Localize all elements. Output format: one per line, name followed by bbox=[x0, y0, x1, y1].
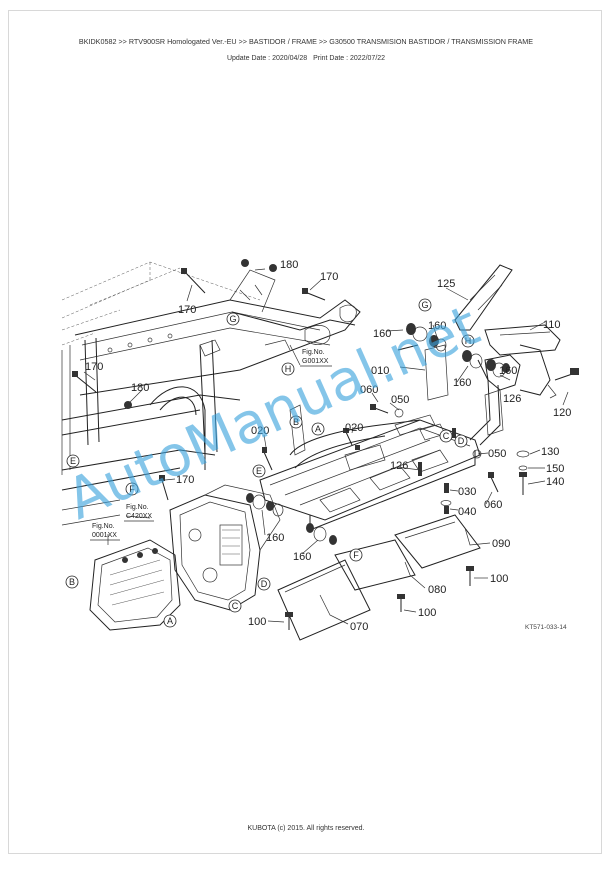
svg-text:D: D bbox=[261, 579, 268, 589]
part-040: 040 bbox=[458, 506, 476, 518]
breadcrumb: BKIDK0582 >> RTV900SR Homologated Ver.-E… bbox=[78, 37, 534, 46]
svg-text:0001XX: 0001XX bbox=[92, 532, 117, 539]
svg-text:E: E bbox=[70, 456, 76, 466]
part-020-left: 020 bbox=[251, 425, 269, 437]
letter-callouts: G G H H B A C D E E F F B C D A bbox=[65, 298, 475, 628]
callout-E-left: E bbox=[66, 454, 80, 468]
part-130: 130 bbox=[541, 446, 559, 458]
part-170-left: 170 bbox=[85, 361, 103, 373]
callout-C-case: C bbox=[228, 599, 242, 613]
callout-E-frame: E bbox=[252, 464, 266, 478]
part-100-right: 100 bbox=[490, 573, 508, 585]
date-line: Update Date : 2020/04/28 Print Date : 20… bbox=[0, 55, 612, 62]
fig-ref-c420xx: Fig.No. C420XX bbox=[124, 504, 154, 522]
svg-text:Fig.No.: Fig.No. bbox=[302, 349, 325, 356]
svg-text:G001XX: G001XX bbox=[302, 358, 329, 365]
svg-text:E: E bbox=[256, 466, 262, 476]
lower-plates bbox=[277, 514, 481, 641]
part-050-lower: 050 bbox=[488, 448, 506, 460]
callout-F-left: F bbox=[125, 482, 139, 496]
part-150: 150 bbox=[546, 463, 564, 475]
part-010: 010 bbox=[371, 365, 389, 377]
print-date: Print Date : 2022/07/22 bbox=[313, 55, 386, 62]
svg-text:G: G bbox=[421, 300, 428, 310]
frame-structure bbox=[61, 261, 361, 526]
hardware bbox=[72, 259, 530, 630]
part-160-lower-a: 160 bbox=[266, 532, 284, 544]
part-030: 030 bbox=[458, 486, 476, 498]
part-120: 120 bbox=[553, 407, 571, 419]
right-brackets bbox=[397, 264, 579, 436]
part-170-top-left: 170 bbox=[178, 304, 196, 316]
part-180-left: 180 bbox=[131, 382, 149, 394]
callout-F-frame: F bbox=[349, 548, 363, 562]
bushings-upper bbox=[406, 323, 510, 378]
part-170-top-right: 170 bbox=[320, 271, 338, 283]
svg-text:F: F bbox=[129, 484, 135, 494]
callout-D-case: D bbox=[257, 577, 271, 591]
part-100-center: 100 bbox=[418, 607, 436, 619]
part-070: 070 bbox=[350, 621, 368, 633]
callout-H-right: H bbox=[461, 334, 475, 348]
part-160-d: 160 bbox=[499, 365, 517, 377]
svg-text:A: A bbox=[315, 424, 321, 434]
callout-D-frame: D bbox=[454, 434, 468, 448]
part-020-right: 020 bbox=[345, 422, 363, 434]
watermark: AutoManual.net bbox=[57, 293, 488, 533]
callout-A-frame: A bbox=[311, 422, 325, 436]
svg-text:C420XX: C420XX bbox=[126, 513, 152, 520]
svg-text:Fig.No.: Fig.No. bbox=[92, 523, 115, 530]
svg-text:F: F bbox=[353, 550, 359, 560]
part-090: 090 bbox=[492, 538, 510, 550]
update-date: Update Date : 2020/04/28 bbox=[226, 55, 308, 62]
part-100-left: 100 bbox=[248, 616, 266, 628]
page-frame bbox=[8, 10, 602, 854]
part-170-lower: 170 bbox=[176, 474, 194, 486]
svg-text:C: C bbox=[443, 431, 450, 441]
svg-text:C: C bbox=[232, 601, 239, 611]
part-126-right: 126 bbox=[503, 393, 521, 405]
leader-lines bbox=[83, 268, 569, 625]
part-180-top: 180 bbox=[280, 259, 298, 271]
part-060-lower: 060 bbox=[484, 499, 502, 511]
part-140: 140 bbox=[546, 476, 564, 488]
callout-G-right: G bbox=[418, 298, 432, 312]
callout-A-engine: A bbox=[163, 614, 177, 628]
part-160-b: 160 bbox=[428, 320, 446, 332]
svg-text:G: G bbox=[229, 314, 236, 324]
part-125: 125 bbox=[437, 278, 455, 290]
part-050-upper: 050 bbox=[391, 394, 409, 406]
svg-text:A: A bbox=[167, 616, 173, 626]
svg-text:B: B bbox=[69, 577, 75, 587]
svg-text:B: B bbox=[293, 417, 299, 427]
drawing-code: KT571-033-14 bbox=[525, 624, 567, 631]
part-numbers: 180 170 170 125 110 160 160 010 160 160 … bbox=[85, 259, 571, 633]
fig-references: Fig.No. G001XX Fig.No. C420XX Fig.No. 00… bbox=[90, 349, 332, 541]
fig-ref-0001xx: Fig.No. 0001XX bbox=[90, 523, 120, 541]
part-080: 080 bbox=[428, 584, 446, 596]
part-160-lower-b: 160 bbox=[293, 551, 311, 563]
footer-copyright: KUBOTA (c) 2015. All rights reserved. bbox=[247, 825, 365, 832]
callout-B-engine: B bbox=[65, 575, 79, 589]
callout-B-frame: B bbox=[289, 415, 303, 429]
part-160-c: 160 bbox=[453, 377, 471, 389]
callout-H-upper: H bbox=[281, 362, 295, 376]
part-160-a: 160 bbox=[373, 328, 391, 340]
part-060-upper: 060 bbox=[360, 384, 378, 396]
svg-text:H: H bbox=[465, 336, 472, 346]
svg-text:D: D bbox=[458, 436, 465, 446]
part-126-center: 126 bbox=[390, 460, 408, 472]
part-110: 110 bbox=[543, 319, 561, 331]
svg-text:H: H bbox=[285, 364, 292, 374]
callout-G-upper: G bbox=[226, 312, 240, 326]
svg-text:Fig.No.: Fig.No. bbox=[126, 504, 149, 511]
callout-C-frame: C bbox=[439, 429, 453, 443]
fig-ref-g001xx: Fig.No. G001XX bbox=[300, 349, 332, 367]
